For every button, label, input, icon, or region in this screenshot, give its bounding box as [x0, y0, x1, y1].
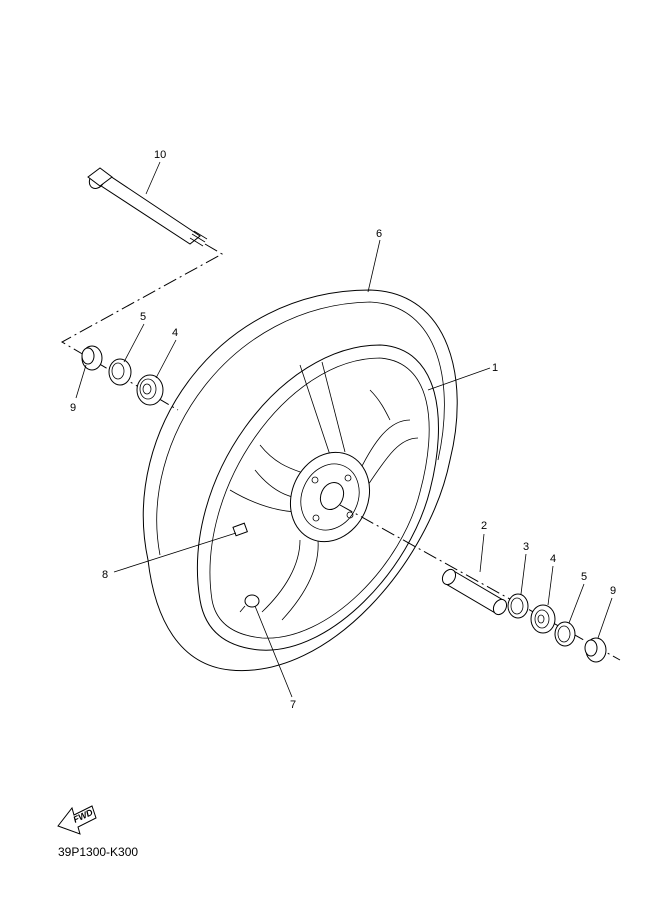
oil-seal-right — [554, 621, 576, 647]
collar-left — [81, 345, 103, 371]
wheel-hub — [289, 451, 371, 543]
leader-lines — [75, 161, 613, 698]
callout-7: 7 — [290, 699, 296, 711]
callout-4-right: 4 — [550, 553, 556, 565]
callout-5-right: 5 — [581, 571, 587, 583]
circlip — [507, 593, 529, 619]
callout-5-left: 5 — [140, 311, 146, 323]
valve-stem — [239, 594, 260, 613]
wheel-spokes — [229, 361, 419, 621]
callout-4-left: 4 — [172, 327, 178, 339]
collar-right — [584, 637, 607, 663]
balance-weight — [232, 522, 248, 537]
fwd-arrow-icon: FWD — [57, 805, 97, 835]
callout-10: 10 — [154, 149, 166, 161]
bearing-right — [530, 604, 556, 634]
oil-seal-left — [108, 358, 132, 386]
callout-1: 1 — [492, 362, 498, 374]
drawing-code: 39P1300-K300 — [58, 845, 138, 859]
tire — [142, 289, 458, 672]
callout-2: 2 — [481, 520, 487, 532]
bearing-left — [136, 374, 164, 406]
spacer-tube — [441, 568, 508, 616]
callout-6: 6 — [376, 228, 382, 240]
callout-9-left: 9 — [70, 402, 76, 414]
callout-8: 8 — [102, 569, 108, 581]
callout-9-right: 9 — [610, 585, 616, 597]
callout-3: 3 — [523, 541, 529, 553]
axle — [87, 167, 208, 247]
